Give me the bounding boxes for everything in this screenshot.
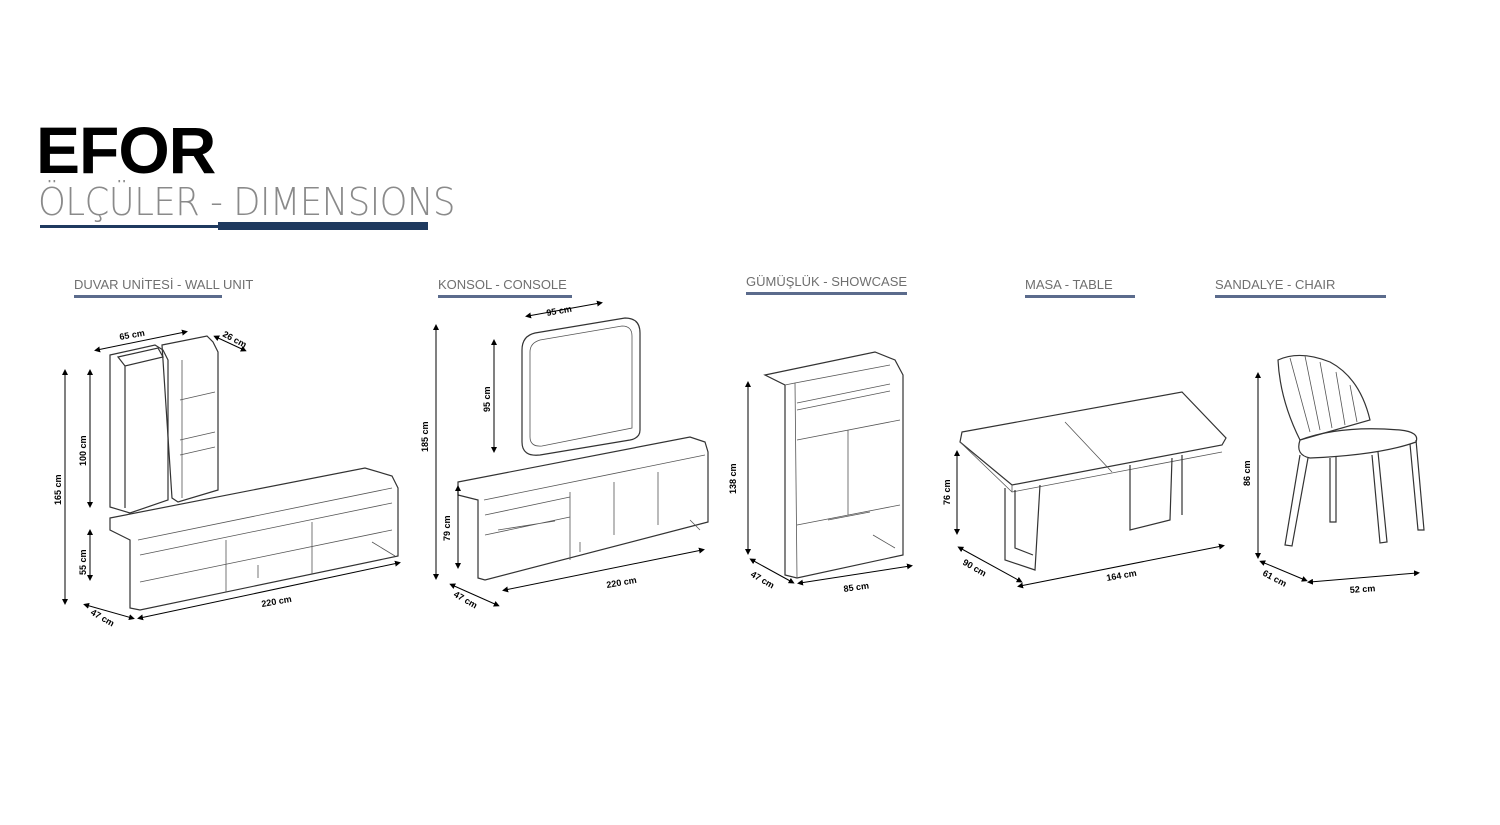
dim-label: 52 cm xyxy=(1349,583,1375,595)
section-label-text: SANDALYE - CHAIR xyxy=(1215,277,1336,292)
chair-drawing: 86 cm 61 cm 52 cm xyxy=(1242,354,1425,595)
page-subtitle: ÖLÇÜLER - DIMENSIONS xyxy=(38,180,455,224)
table-drawing: 76 cm 90 cm 164 cm xyxy=(942,391,1227,589)
section-label-wall-unit: DUVAR UNİTESİ - WALL UNIT xyxy=(74,277,254,298)
section-label-console: KONSOL - CONSOLE xyxy=(438,277,572,298)
showcase-drawing: 138 cm 47 cm 85 cm xyxy=(728,351,913,594)
section-underline xyxy=(438,295,572,298)
section-label-text: KONSOL - CONSOLE xyxy=(438,277,567,292)
title-underline-thin xyxy=(40,225,218,228)
section-label-text: DUVAR UNİTESİ - WALL UNIT xyxy=(74,277,254,292)
section-underline xyxy=(1215,295,1386,298)
dim-label: 86 cm xyxy=(1242,460,1252,486)
dim-label: 164 cm xyxy=(1106,568,1138,583)
dim-label: 100 cm xyxy=(78,435,88,466)
section-label-table: MASA - TABLE xyxy=(1025,277,1135,298)
section-underline xyxy=(74,295,222,298)
dim-label: 220 cm xyxy=(261,594,293,609)
section-label-text: GÜMÜŞLÜK - SHOWCASE xyxy=(746,274,908,289)
section-label-chair: SANDALYE - CHAIR xyxy=(1215,277,1386,298)
section-underline xyxy=(1025,295,1135,298)
section-label-showcase: GÜMÜŞLÜK - SHOWCASE xyxy=(746,274,908,295)
dim-label: 76 cm xyxy=(942,479,952,505)
dim-label: 65 cm xyxy=(119,328,146,342)
dim-label: 95 cm xyxy=(482,386,492,412)
dim-label: 85 cm xyxy=(843,581,870,594)
dim-label: 138 cm xyxy=(728,463,738,494)
brand-title: EFOR xyxy=(36,113,216,187)
title-underline-thick xyxy=(218,222,428,230)
dim-label: 55 cm xyxy=(78,549,88,575)
console-drawing: 185 cm 95 cm 79 cm 95 cm 47 cm 220 cm xyxy=(420,300,709,610)
wall-unit-drawing: 165 cm 100 cm 55 cm 65 cm 26 cm 47 cm 22… xyxy=(53,328,401,628)
section-underline xyxy=(746,292,907,295)
dim-label: 26 cm xyxy=(221,329,248,350)
dim-label: 47 cm xyxy=(452,589,479,610)
dim-label: 220 cm xyxy=(606,575,638,590)
section-label-text: MASA - TABLE xyxy=(1025,277,1113,292)
dim-label: 95 cm xyxy=(546,304,573,318)
dim-label: 79 cm xyxy=(442,515,452,541)
dim-label: 47 cm xyxy=(749,569,776,590)
dim-label: 165 cm xyxy=(53,474,63,505)
dim-label: 185 cm xyxy=(420,421,430,452)
dim-label: 90 cm xyxy=(961,557,988,578)
dim-label: 47 cm xyxy=(89,607,116,628)
